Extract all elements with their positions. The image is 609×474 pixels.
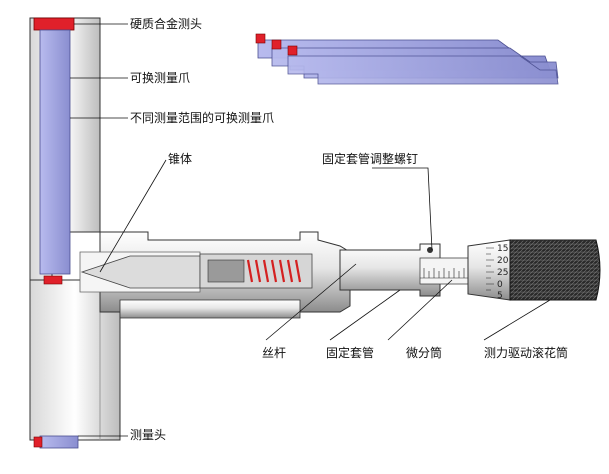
thimble-num-20: 20 [497,256,509,266]
fixed-sleeve [339,243,441,297]
label-measuring-head: 测量头 [130,428,167,442]
label-hard-alloy-head: 硬质合金测头 [130,17,203,31]
thimble-num-25: 25 [497,268,508,278]
thimble-num-0: 0 [497,280,503,290]
main-body [79,231,351,313]
label-range-jaws: 不同测量范围的可换测量爪 [130,111,275,125]
range-jaws [255,33,559,85]
thimble-ticks [486,247,494,291]
measuring-head-carbide [33,436,43,448]
carbide-head-top [33,17,75,31]
spring-coils [246,259,302,283]
label-adjust-screw: 固定套管调整螺钉 [322,152,419,166]
replaceable-jaw-bar [39,29,71,275]
ratchet-knurl [509,239,601,301]
leader-lines [70,23,551,437]
label-spindle: 丝杆 [262,346,287,360]
label-thimble: 微分筒 [406,346,443,360]
body-collar [119,299,301,319]
label-cone: 锥体 [168,152,193,166]
sleeve-scale-ticks [420,268,472,279]
label-fixed-sleeve: 固定套管 [326,346,375,360]
label-ratchet: 测力驱动滚花筒 [484,346,569,360]
thimble-num-15: 15 [497,244,508,254]
adjust-screw [427,247,433,253]
jaw-tip-red [43,275,63,285]
measuring-head-bar [39,435,79,449]
thimble-num-5: 5 [497,291,503,301]
label-replaceable-jaw: 可换测量爪 [130,71,191,85]
